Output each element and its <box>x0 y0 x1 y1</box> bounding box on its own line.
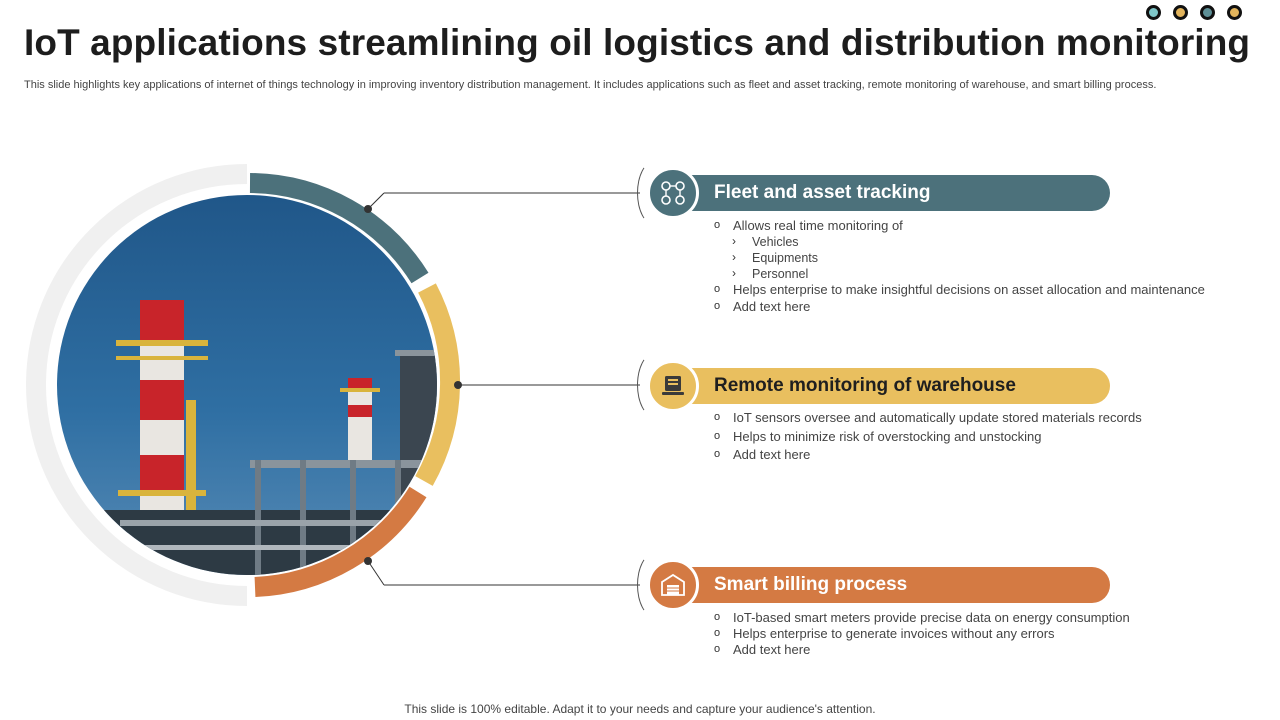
card-title-billing: Smart billing process <box>714 574 908 595</box>
sub-bullet-item: Personnel <box>714 265 1205 282</box>
decor-dot-4 <box>1227 5 1242 20</box>
decor-dot-3 <box>1200 5 1215 20</box>
ring-teal-arc <box>249 173 429 284</box>
footer-note: This slide is 100% editable. Adapt it to… <box>404 702 876 716</box>
warehouse-icon <box>647 559 699 611</box>
bullet-item: Add text here <box>714 298 1205 315</box>
bullet-item: Helps enterprise to make insightful deci… <box>714 281 1205 298</box>
ring-gray-arc <box>26 164 248 606</box>
decorative-dots <box>1146 5 1242 20</box>
network-nodes-icon <box>647 167 699 219</box>
ring-orange-arc <box>254 486 427 597</box>
bullet-item: IoT sensors oversee and automatically up… <box>714 409 1142 426</box>
bullets-warehouse: IoT sensors oversee and automatically up… <box>714 409 1142 463</box>
bullet-item: Allows real time monitoring of <box>714 217 1205 234</box>
connector-line-3 <box>367 560 385 586</box>
ring-yellow-arc <box>415 283 461 486</box>
bullet-item: Add text here <box>714 641 1130 658</box>
bullet-item: IoT-based smart meters provide precise d… <box>714 609 1130 626</box>
decor-dot-1 <box>1146 5 1161 20</box>
bullet-item: Helps enterprise to generate invoices wi… <box>714 625 1130 642</box>
card-title-fleet: Fleet and asset tracking <box>714 182 931 203</box>
monitor-document-icon <box>647 360 699 412</box>
slide-title: IoT applications streamlining oil logist… <box>24 22 1251 63</box>
bracket-3 <box>637 553 671 617</box>
bullets-billing: IoT-based smart meters provide precise d… <box>714 609 1130 658</box>
bracket-2 <box>637 353 671 417</box>
card-header-fleet: Fleet and asset tracking <box>670 175 1110 211</box>
card-header-warehouse: Remote monitoring of warehouse <box>670 368 1110 404</box>
bracket-1 <box>637 161 671 225</box>
sub-bullet-item: Equipments <box>714 249 1205 266</box>
card-header-billing: Smart billing process <box>670 567 1110 603</box>
decor-dot-2 <box>1173 5 1188 20</box>
bullets-fleet: Allows real time monitoring of Vehicles … <box>714 217 1205 315</box>
bullet-item: Helps to minimize risk of overstocking a… <box>714 428 1142 445</box>
card-title-warehouse: Remote monitoring of warehouse <box>714 375 1016 396</box>
bullet-item: Add text here <box>714 446 1142 463</box>
refinery-photo <box>57 195 437 575</box>
sub-bullet-item: Vehicles <box>714 233 1205 250</box>
slide-subtitle: This slide highlights key applications o… <box>24 79 1157 91</box>
